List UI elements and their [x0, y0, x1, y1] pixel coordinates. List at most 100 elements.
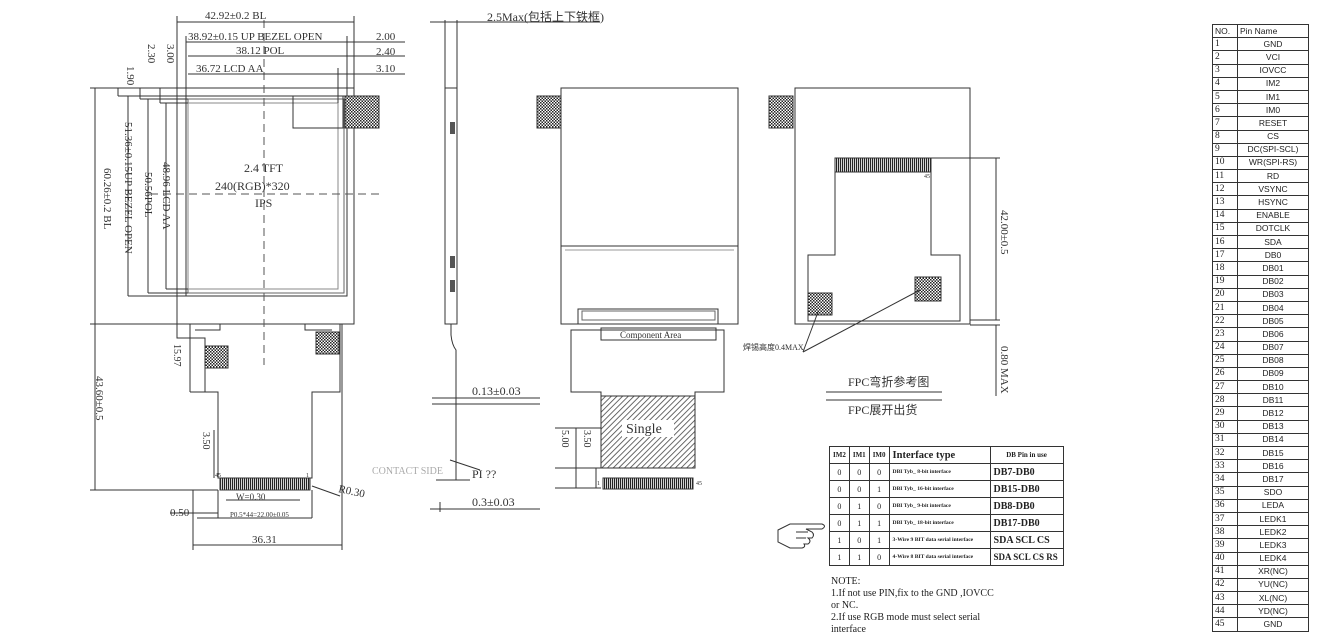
pin-name: DC(SPI-SCL) [1237, 142, 1309, 157]
pin-name: DB10 [1237, 380, 1309, 395]
pin-name: HSYNC [1237, 195, 1309, 210]
notes-line: or NC. [831, 600, 859, 611]
side-view-labels: 2.5Max(包括上下铁框) 0.13±0.03 CONTACT SIDE PI… [372, 9, 604, 509]
front-checker-top [344, 95, 380, 129]
pin-name: IOVCC [1237, 63, 1309, 78]
pin-number: 3 [1212, 63, 1238, 78]
row-type: DBI Tyb_ 18-bit interface [888, 514, 991, 532]
pin-name: DB09 [1237, 366, 1309, 382]
front-pin-1: 1 [306, 473, 309, 479]
front-checker-right [315, 331, 340, 355]
dim-fpc-length: 43.60±0.5 [93, 376, 105, 421]
fpc-checker-top [768, 95, 794, 129]
fpc-bend-title: FPC弯折参考图 [848, 374, 929, 389]
interface-row: 0 1 1 DBI Tyb_ 18-bit interface DB17-DB0 [829, 514, 1064, 532]
dim-bl-width: 42.92±0.2 BL [205, 10, 267, 22]
dim-bezel-open-width: 38.92±0.15 UP BEZEL OPEN [188, 31, 323, 43]
dim-vert-2-30: 2.30 [145, 44, 157, 64]
lcd-aa-outline [187, 102, 339, 290]
notes-line: interface [831, 624, 866, 635]
pin-name: LEDA [1237, 498, 1309, 513]
row-im1: 1 [848, 497, 870, 515]
pin-name: LEDK2 [1237, 525, 1309, 540]
pin-name: DB13 [1237, 419, 1309, 434]
fpc-fingers [834, 157, 932, 173]
pin-number: 13 [1212, 195, 1238, 210]
back-view-labels: Component Area Single 5.00 3.50 1 45 [559, 330, 702, 487]
side-fpc [450, 324, 457, 481]
pin-number: 4 [1212, 76, 1238, 91]
pin-name: IM2 [1237, 76, 1309, 91]
ic-pad [292, 95, 344, 129]
notes-title: NOTE: [831, 576, 861, 587]
dim-vert-3-00: 3.00 [164, 44, 176, 64]
pin-number: 2 [1212, 50, 1238, 65]
row-pins: DB15-DB0 [989, 480, 1064, 498]
pin-name: GND [1237, 617, 1309, 632]
pin-name: DB17 [1237, 472, 1309, 487]
header-im2: IM2 [829, 446, 850, 464]
pin-number: 30 [1212, 419, 1238, 434]
side-contact-side: CONTACT SIDE [372, 466, 443, 477]
row-pins: SDA SCL CS RS [989, 548, 1064, 566]
pin-number: 17 [1212, 248, 1238, 263]
row-pins: SDA SCL CS [989, 531, 1064, 549]
pin-number: 37 [1212, 511, 1238, 527]
center-line-1: 240(RGB)*320 [215, 179, 290, 193]
header-db-pin: DB Pin in use [989, 446, 1064, 464]
pin-number: 22 [1212, 314, 1238, 329]
fpc-unfold-title: FPC展开出货 [848, 402, 917, 417]
dim-fpc-3-50: 3.50 [200, 432, 211, 450]
row-im1: 0 [848, 531, 870, 549]
row-im0: 0 [868, 463, 890, 481]
pin-number: 12 [1212, 182, 1238, 197]
row-im2: 1 [829, 548, 850, 566]
pin-number: 41 [1212, 564, 1238, 579]
pin-name: DB05 [1237, 314, 1309, 329]
pin-number: 5 [1212, 89, 1238, 105]
dim-fpc-15-97: 15.97 [171, 344, 182, 367]
pin-name: DB04 [1237, 300, 1309, 316]
pin-name: RESET [1237, 116, 1309, 131]
pin-name: DB14 [1237, 432, 1309, 448]
row-type: 4-Wire 8 BIT data serial interface [888, 548, 991, 566]
side-dim-0-3: 0.3±0.03 [472, 495, 515, 509]
row-im1: 1 [848, 514, 870, 532]
back-pin-1: 1 [597, 481, 600, 487]
front-checker-left [204, 345, 229, 369]
interface-row: 1 1 0 4-Wire 8 BIT data serial interface… [829, 548, 1064, 566]
fpc-bend-view [768, 87, 1000, 401]
side-view [430, 20, 600, 512]
pin-number: 1 [1212, 37, 1238, 52]
pin-name: DB07 [1237, 340, 1309, 355]
pin-number: 35 [1212, 485, 1238, 500]
dim-bl-height: 60.26±0.2 BL [101, 168, 113, 230]
pin-name: DB01 [1237, 261, 1309, 276]
pin-number: 31 [1212, 432, 1238, 448]
pin-name: LEDK4 [1237, 551, 1309, 566]
pin-number: 39 [1212, 538, 1238, 553]
side-thickness: 2.5Max(包括上下铁框) [487, 9, 604, 24]
row-im2: 0 [829, 463, 850, 481]
pin-number: 34 [1212, 472, 1238, 487]
front-pin-45: 45 [215, 473, 221, 479]
